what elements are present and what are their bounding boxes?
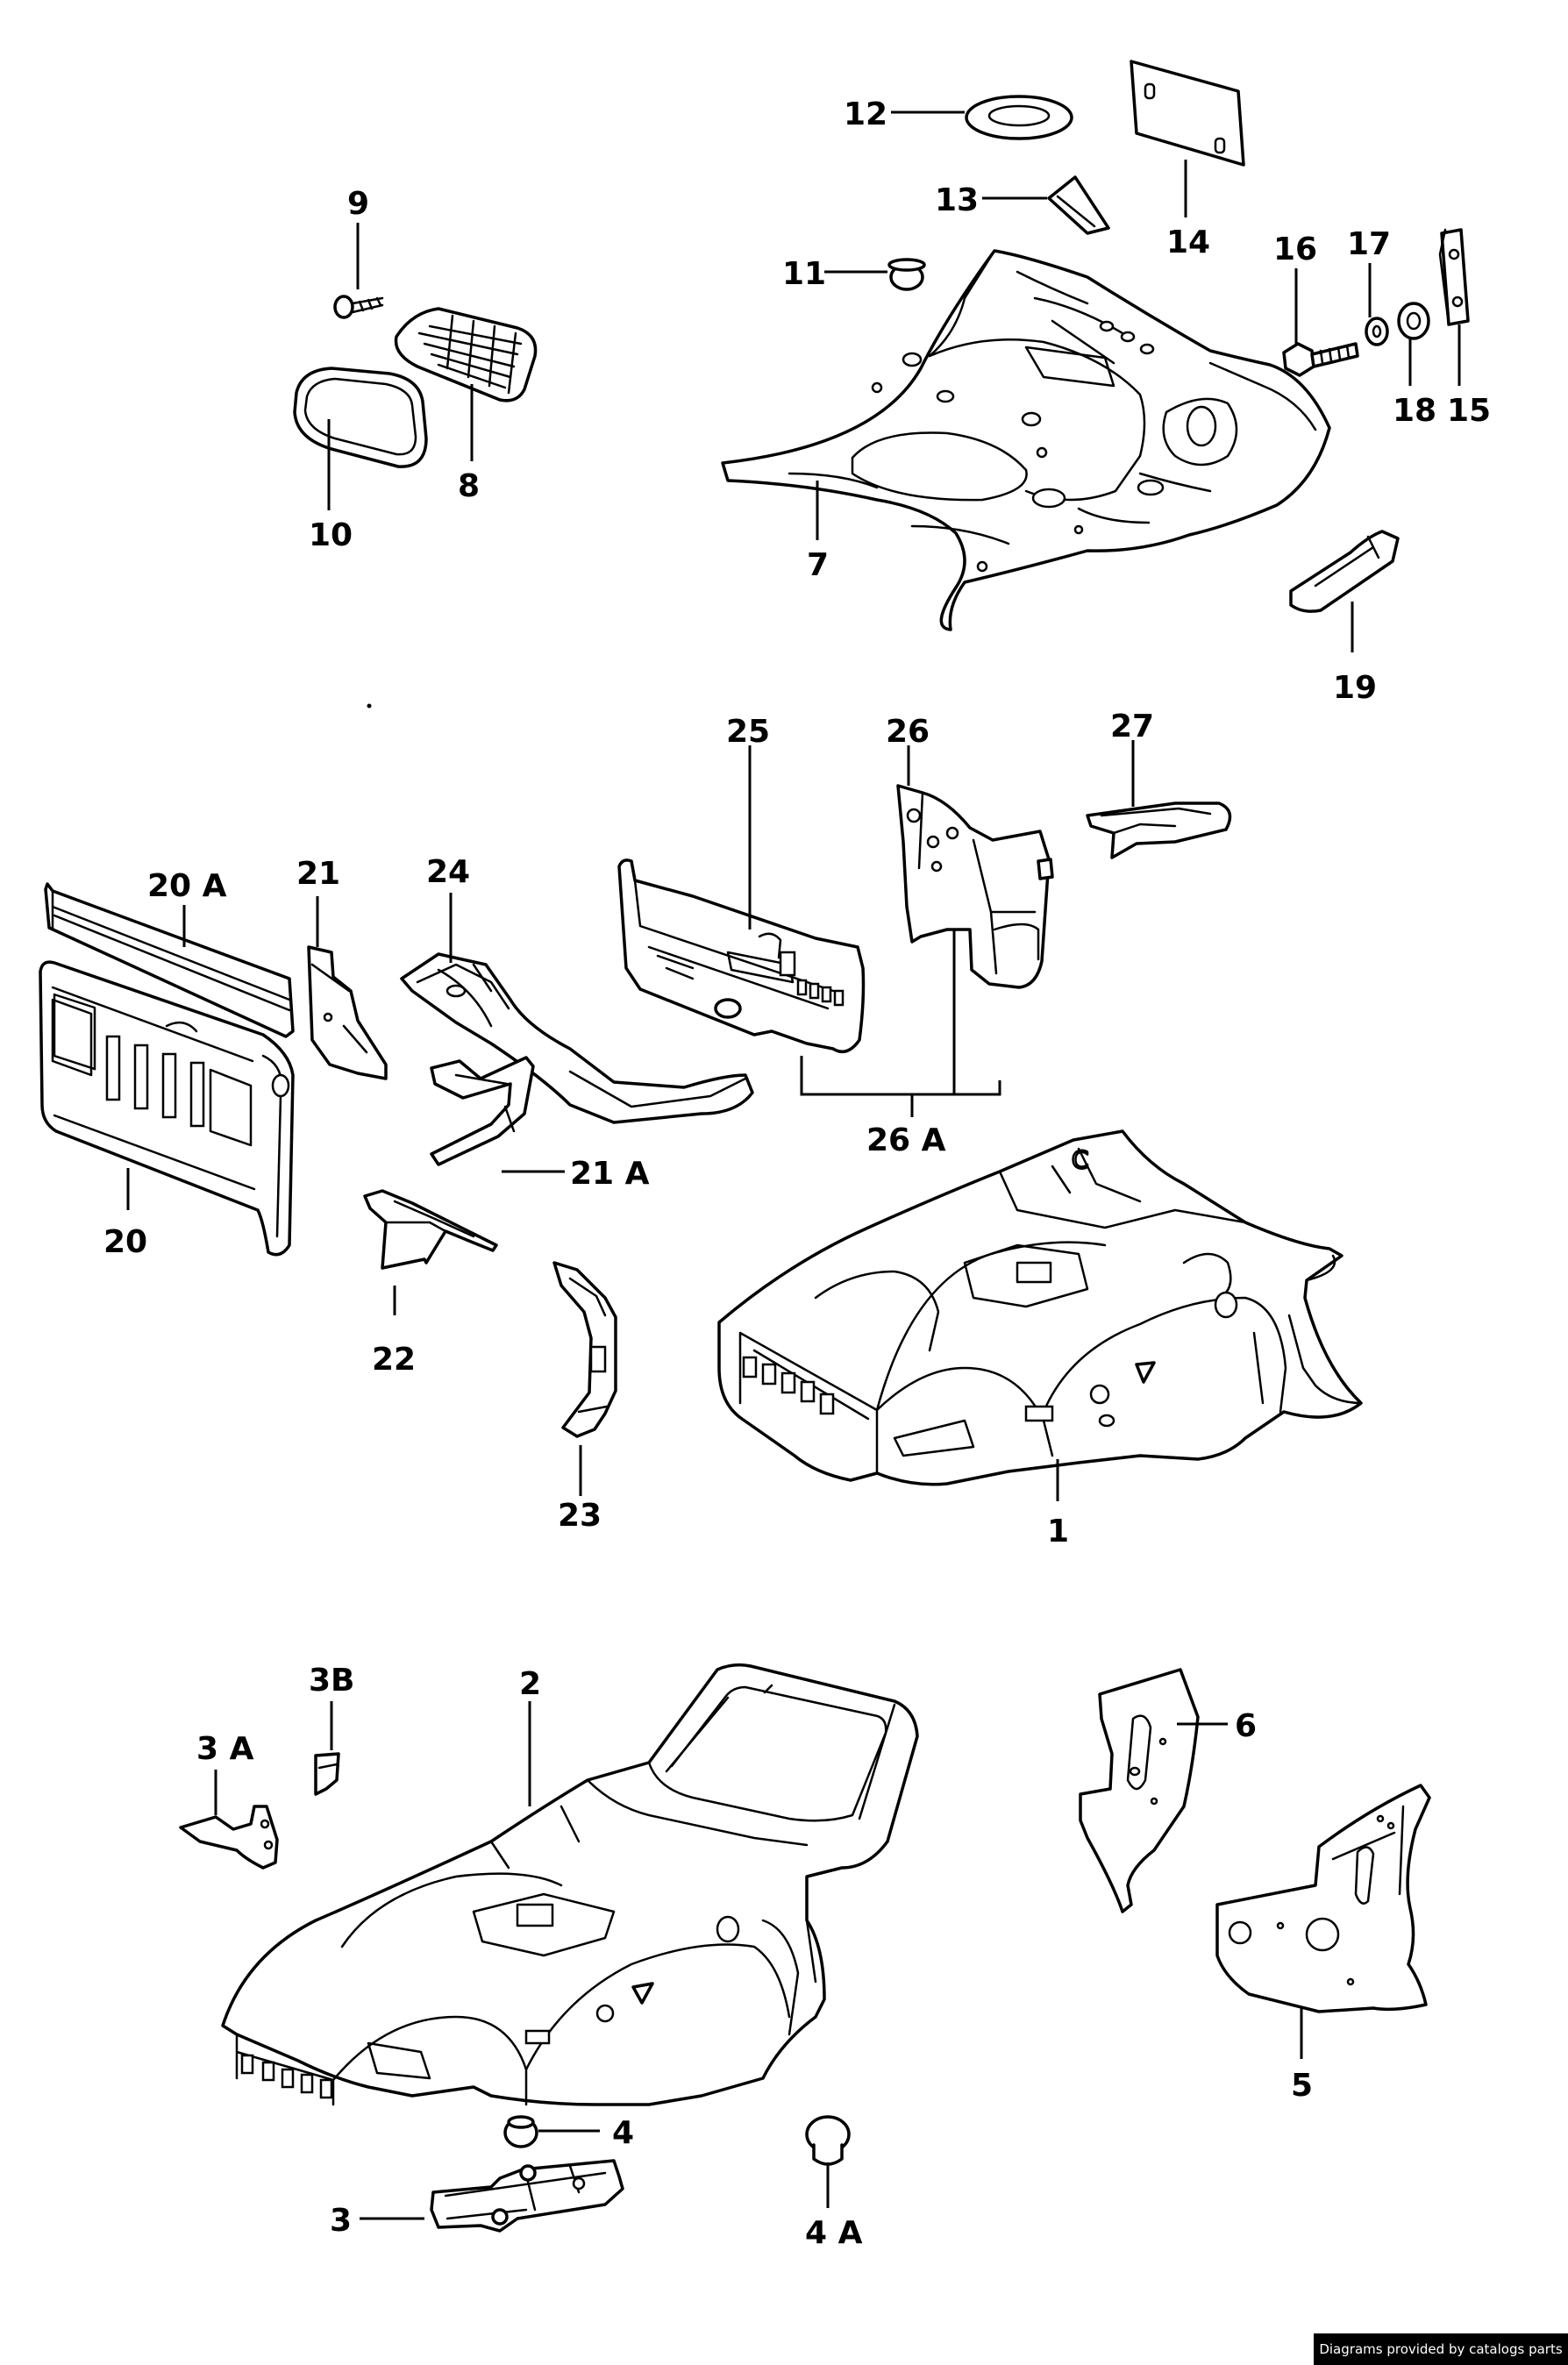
callout-8: 8: [458, 468, 480, 504]
callout-11: 11: [782, 256, 826, 292]
part-13-gusset: [1047, 175, 1110, 235]
part-10-seal: [293, 367, 428, 468]
callout-1: 1: [1047, 1514, 1069, 1549]
part-27-reinforcement: [1086, 801, 1232, 859]
part-24-crossmember: [400, 952, 754, 1124]
callout-26: 26: [886, 714, 930, 750]
part-14-plate: [1130, 60, 1245, 167]
callout-23: 23: [558, 1498, 602, 1534]
callout-13: 13: [935, 182, 979, 218]
part-3b-small-bracket: [314, 1752, 340, 1796]
callout-20: 20: [103, 1224, 147, 1260]
callout-27: 27: [1110, 709, 1154, 744]
part-11-plug: [887, 258, 926, 291]
part-2-front-body-with-frame: [221, 1663, 919, 2106]
part-12-ring-gasket: [965, 95, 1073, 140]
part-18-nut: [1397, 302, 1430, 340]
part-7-rear-floor-assembly: [721, 249, 1331, 631]
part-17-washer: [1365, 317, 1389, 346]
part-20-rear-panel: [39, 960, 295, 1257]
callout-7: 7: [807, 547, 829, 583]
part-9-screw: [333, 295, 384, 319]
part-6-pillar-panel: [1079, 1668, 1200, 1913]
callout-21a: 21 A: [570, 1156, 650, 1192]
part-3a-bracket: [179, 1805, 279, 1870]
callout-15: 15: [1447, 393, 1491, 429]
callout-6: 6: [1235, 1708, 1257, 1744]
callout-12: 12: [844, 96, 887, 132]
callout-3a: 3 A: [196, 1731, 254, 1767]
credit-footer: Diagrams provided by catalogs parts: [1314, 2333, 1568, 2365]
part-26-inner-panel: [896, 784, 1054, 989]
part-3-reinforcement: [430, 2159, 624, 2233]
callout-17: 17: [1347, 226, 1391, 262]
part-25-firewall-panel: [617, 858, 866, 1054]
part-8-grille: [394, 307, 538, 402]
callout-21: 21: [296, 856, 340, 892]
part-22-support: [363, 1189, 498, 1270]
part-5-side-panel: [1215, 1784, 1431, 2013]
part-23-bracket: [552, 1261, 617, 1438]
part-21a-bracket: [430, 1056, 535, 1166]
part-4-plug: [503, 2115, 538, 2148]
callout-18: 18: [1393, 393, 1436, 429]
callout-5: 5: [1291, 2068, 1313, 2104]
part-15-bracket-strip: [1438, 228, 1470, 326]
callout-9: 9: [347, 186, 369, 222]
stray-dot: [367, 703, 372, 709]
callout-22: 22: [372, 1342, 416, 1378]
part-19-channel: [1289, 530, 1400, 613]
callout-19: 19: [1333, 670, 1377, 706]
callout-25: 25: [726, 714, 770, 750]
callout-10: 10: [309, 517, 353, 553]
part-4a-plug: [805, 2115, 851, 2166]
part-16-bolt: [1282, 342, 1359, 377]
callout-24: 24: [426, 854, 470, 890]
callout-26a: 26 A: [866, 1122, 946, 1158]
bracket-26a: [800, 930, 1001, 1096]
callout-4: 4: [612, 2115, 634, 2151]
callout-20a: 20 A: [147, 868, 227, 904]
part-1-front-body-shell: C: [717, 1129, 1363, 1486]
callout-3b: 3B: [309, 1663, 355, 1699]
svg-text:C: C: [1072, 1145, 1089, 1174]
callout-3: 3: [330, 2203, 352, 2239]
part-21-bracket: [307, 945, 388, 1080]
callout-4a: 4 A: [805, 2215, 863, 2251]
callout-16: 16: [1273, 232, 1317, 267]
callout-14: 14: [1166, 224, 1210, 260]
callout-2: 2: [519, 1666, 541, 1702]
part-20a-top-rail: [44, 882, 295, 1038]
